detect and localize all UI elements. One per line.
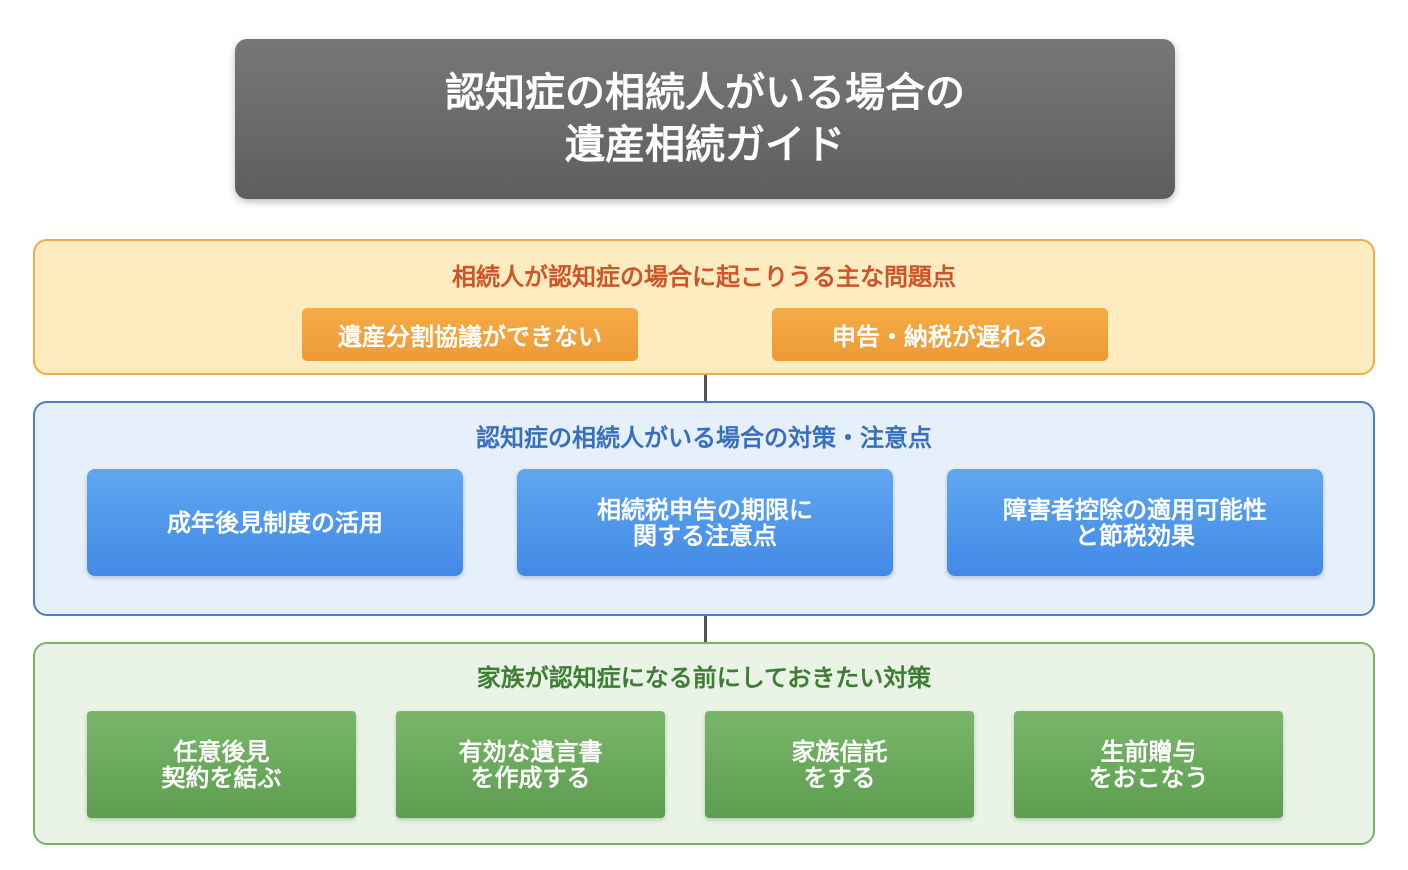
measure-card-filing-deadline: 相続税申告の期限に 関する注意点 (517, 469, 893, 576)
problem-card-tax-delay: 申告・納税が遅れる (772, 308, 1108, 361)
prep-card-line1: 有効な遺言書 (458, 737, 603, 766)
prep-card-valid-will: 有効な遺言書 を作成する (396, 711, 665, 818)
problem-card-label: 申告・納税が遅れる (832, 323, 1048, 351)
prep-card-line2: をおこなう (1088, 763, 1209, 792)
measure-card-line2: 関する注意点 (633, 521, 777, 550)
measure-card-disability-deduction: 障害者控除の適用可能性 と節税効果 (947, 469, 1323, 576)
problems-heading: 相続人が認知症の場合に起こりうる主な問題点 (452, 263, 956, 291)
connector-line-2 (704, 616, 707, 642)
prep-card-voluntary-guardianship: 任意後見 契約を結ぶ (87, 711, 356, 818)
measures-heading: 認知症の相続人がいる場合の対策・注意点 (476, 424, 932, 452)
prep-card-family-trust: 家族信託 をする (705, 711, 974, 818)
measure-card-line1: 障害者控除の適用可能性 (1003, 495, 1267, 524)
measure-card-line1: 相続税申告の期限に (597, 495, 813, 524)
measure-card-line2: と節税効果 (1075, 521, 1195, 550)
prep-card-line2: 契約を結ぶ (161, 763, 282, 792)
prep-card-line2: をする (803, 763, 876, 792)
measures-section: 認知症の相続人がいる場合の対策・注意点 成年後見制度の活用 相続税申告の期限に … (33, 401, 1375, 616)
measure-card-adult-guardianship: 成年後見制度の活用 (87, 469, 463, 576)
preparation-section: 家族が認知症になる前にしておきたい対策 任意後見 契約を結ぶ 有効な遺言書 を作… (33, 642, 1375, 845)
prep-card-line1: 家族信託 (791, 737, 888, 766)
guide-title-line1: 認知症の相続人がいる場合の (445, 70, 965, 116)
connector-line-1 (704, 375, 707, 401)
guide-title-line2: 遺産相続ガイド (565, 122, 845, 168)
problems-section: 相続人が認知症の場合に起こりうる主な問題点 遺産分割協議ができない 申告・納税が… (33, 239, 1375, 375)
prep-card-line2: を作成する (470, 763, 591, 792)
preparation-heading: 家族が認知症になる前にしておきたい対策 (476, 664, 932, 692)
prep-card-line1: 生前贈与 (1100, 737, 1197, 766)
guide-title: 認知症の相続人がいる場合の 遺産相続ガイド (235, 39, 1175, 199)
problem-card-label: 遺産分割協議ができない (338, 323, 602, 351)
prep-card-line1: 任意後見 (173, 737, 270, 766)
measure-card-line1: 成年後見制度の活用 (167, 508, 383, 537)
prep-card-lifetime-gift: 生前贈与 をおこなう (1014, 711, 1283, 818)
problem-card-no-division-agreement: 遺産分割協議ができない (302, 308, 638, 361)
